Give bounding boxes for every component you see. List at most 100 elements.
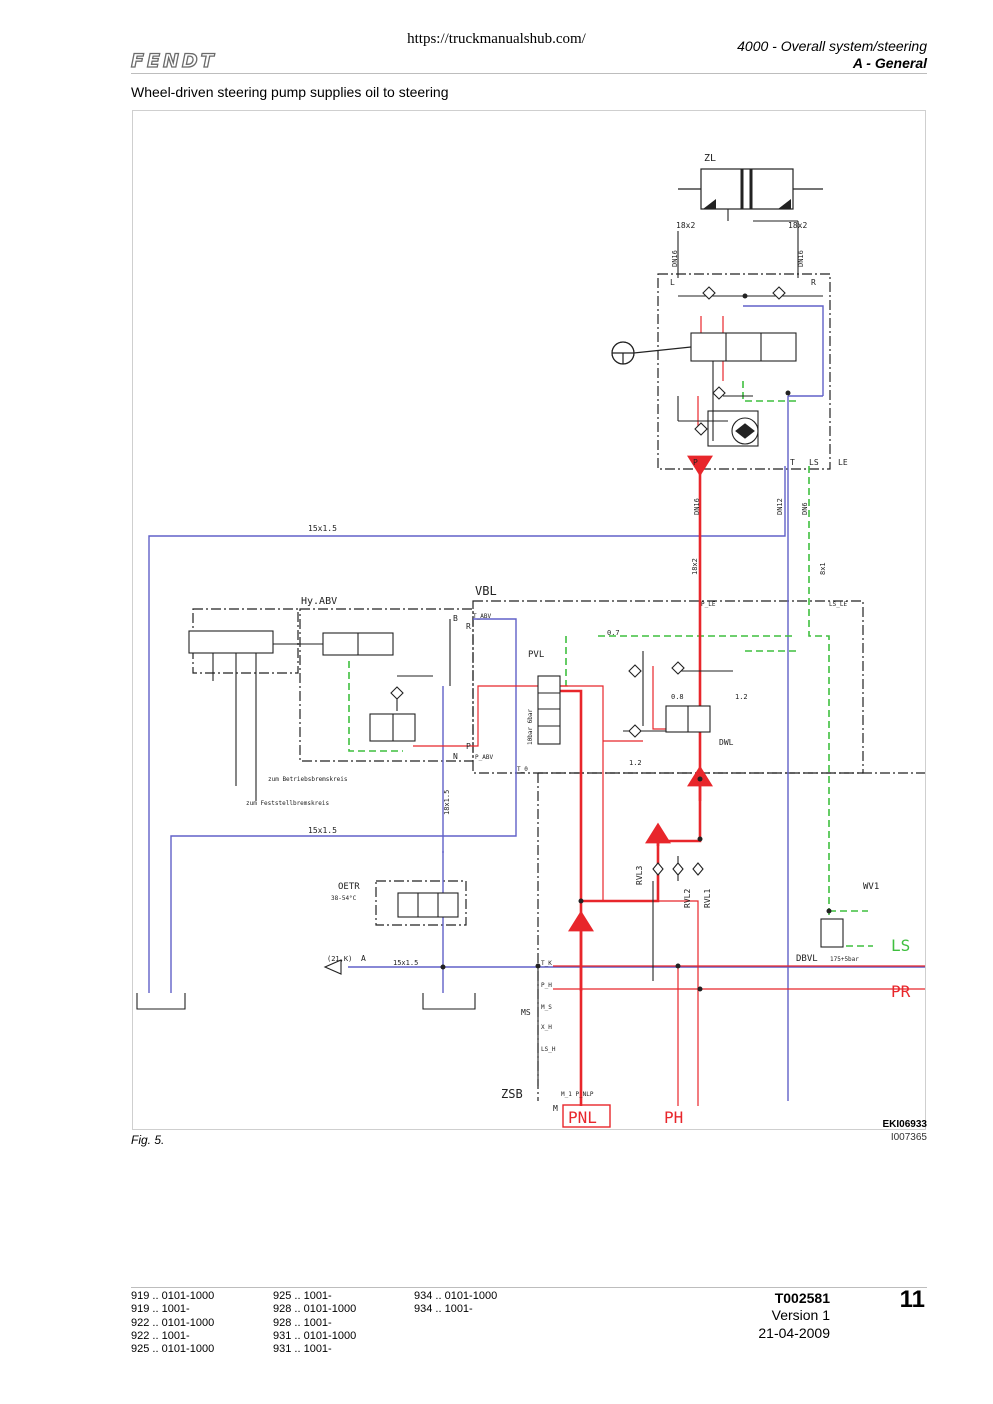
label-feststellbremskreis: zum Feststellbremskreis (246, 800, 329, 807)
brand-logo: FENDT (130, 49, 217, 72)
label-p-le: P_LE (701, 601, 716, 608)
label-ls-h: LS_H (541, 1046, 556, 1053)
label-oetr: OETR (338, 882, 360, 892)
serial-list-col3: 934 .. 0101-1000 934 .. 1001- (414, 1290, 497, 1317)
hydraulic-diagram-frame: ZL 18x2 18x2 DN16 DN16 L R P T LS LE DN1… (132, 110, 926, 1130)
steering-unit-valves (611, 286, 797, 447)
label-t-0: T_0 (517, 766, 528, 773)
label-port-l: L (670, 278, 675, 287)
page-number: 11 (899, 1286, 925, 1313)
label-wv1: WV1 (863, 882, 879, 892)
serial-item: 934 .. 0101-1000 (414, 1290, 498, 1302)
output-arrow-a (323, 959, 342, 975)
pressure-lines (413, 316, 925, 1106)
label-m: M (553, 1104, 558, 1113)
label-dn6: DN6 (801, 502, 809, 515)
source-url[interactable]: https://truckmanualshub.com/ (407, 31, 586, 47)
label-a: A (361, 954, 366, 963)
label-rvl3: RVL3 (635, 866, 644, 885)
section-subtitle: A - General (852, 55, 927, 71)
serial-item: 922 .. 1001- (131, 1329, 190, 1342)
serial-item: 928 .. 1001- (273, 1316, 332, 1329)
label-orifice-12b: 1.2 (629, 759, 642, 767)
vbl-valves (188, 630, 844, 948)
label-m-s: M_S (541, 1004, 552, 1011)
label-dn16-l: DN16 (671, 250, 679, 267)
tank-symbols (136, 993, 476, 1010)
label-zsb: ZSB (501, 1087, 523, 1101)
hydraulic-diagram: ZL 18x2 18x2 DN16 DN16 L R P T LS LE DN1… (136, 153, 925, 1128)
label-pipe-bot: 15x1.5 (393, 959, 418, 967)
label-pipe-8x1: 8x1 (819, 562, 827, 575)
label-t-abv: T_ABV (473, 613, 491, 620)
label-le: LE (838, 458, 848, 467)
label-p-h: P_H (541, 982, 552, 989)
label-m1-pnlp: M_1 P_NLP (561, 1091, 594, 1098)
label-dn12: DN12 (776, 498, 784, 515)
label-pipe-top: 15x1.5 (308, 524, 337, 533)
junction-dots (440, 293, 832, 992)
document-date: 21-04-2009 (758, 1325, 830, 1341)
serial-item: 922 .. 0101-1000 (131, 1316, 215, 1329)
oetr-boundary (375, 880, 467, 926)
pnl-box (562, 1104, 611, 1128)
label-port-p: P (693, 458, 698, 467)
figure-number: Fig. 5. (131, 1133, 165, 1147)
label-ms: MS (521, 1008, 531, 1017)
header-divider (131, 73, 927, 74)
serial-item: 931 .. 0101-1000 (273, 1329, 357, 1342)
label-betriebsbremskreis: zum Betriebsbremskreis (268, 776, 348, 783)
load-sensing-lines (348, 381, 873, 947)
label-n: N (453, 752, 458, 761)
label-hose-l: 18x2 (676, 221, 695, 230)
document-id: T002581 (774, 1290, 830, 1306)
section-title: 4000 - Overall system/steering (737, 38, 927, 54)
label-pipe-18x2: 18x2 (691, 558, 699, 575)
label-hose-r: 18x2 (788, 221, 807, 230)
diagram-labels: ZL 18x2 18x2 DN16 DN16 L R P T LS LE DN1… (246, 153, 911, 1127)
image-code-secondary: I007365 (890, 1132, 927, 1143)
label-ls-le: LS_LE (829, 601, 847, 608)
image-code: EKI06933 (882, 1119, 927, 1130)
serial-item: 928 .. 0101-1000 (273, 1303, 357, 1316)
serial-item: 919 .. 0101-1000 (131, 1290, 215, 1302)
serial-item: 925 .. 1001- (273, 1290, 332, 1302)
serial-item: 925 .. 0101-1000 (131, 1343, 215, 1356)
footer-divider (131, 1287, 927, 1288)
label-p-abv: P_ABV (475, 754, 493, 761)
hy-abv-boundary (299, 608, 474, 762)
label-port-r: R (811, 278, 816, 287)
label-orifice-12a: 1.2 (735, 693, 748, 701)
label-ls-port: LS (891, 936, 910, 955)
label-p: P (466, 742, 471, 751)
label-port-ls: LS (809, 458, 819, 467)
label-dn16-p: DN16 (693, 498, 701, 515)
label-pipe-mid: 15x1.5 (308, 826, 337, 835)
document-version: Version 1 (771, 1307, 830, 1323)
mechanical-lines (212, 189, 823, 1086)
steering-cylinder (678, 168, 823, 210)
vbl-block-boundary (472, 600, 864, 774)
serial-item: 931 .. 1001- (273, 1343, 332, 1356)
label-rvl1: RVL1 (703, 889, 712, 908)
label-dn16-r: DN16 (797, 250, 805, 267)
serial-list-col2: 925 .. 1001- 928 .. 0101-1000 928 .. 100… (273, 1290, 356, 1356)
figure-caption: Wheel-driven steering pump supplies oil … (131, 84, 449, 100)
serial-item: 919 .. 1001- (131, 1303, 190, 1316)
label-21k: (21,K) (327, 955, 352, 963)
steering-unit-boundary (657, 273, 831, 470)
label-dbvl: DBVL (796, 954, 818, 964)
label-t-k: T_K (541, 960, 552, 967)
label-pnl: PNL (568, 1108, 597, 1127)
serial-list-col1: 919 .. 0101-1000 919 .. 1001- 922 .. 010… (131, 1290, 214, 1356)
label-b: B (453, 614, 458, 623)
label-orifice-08: 0.8 (671, 693, 684, 701)
steering-wheel-icon (611, 341, 692, 365)
label-r: R (466, 622, 471, 631)
label-port-t: T (790, 458, 795, 467)
label-oetr-temp: 38-54°C (331, 895, 357, 902)
label-ph: PH (664, 1108, 683, 1127)
label-pr: PR (891, 982, 911, 1001)
label-dbvl-setting: 175+5bar (830, 956, 859, 963)
label-x-h: X_H (541, 1024, 552, 1031)
